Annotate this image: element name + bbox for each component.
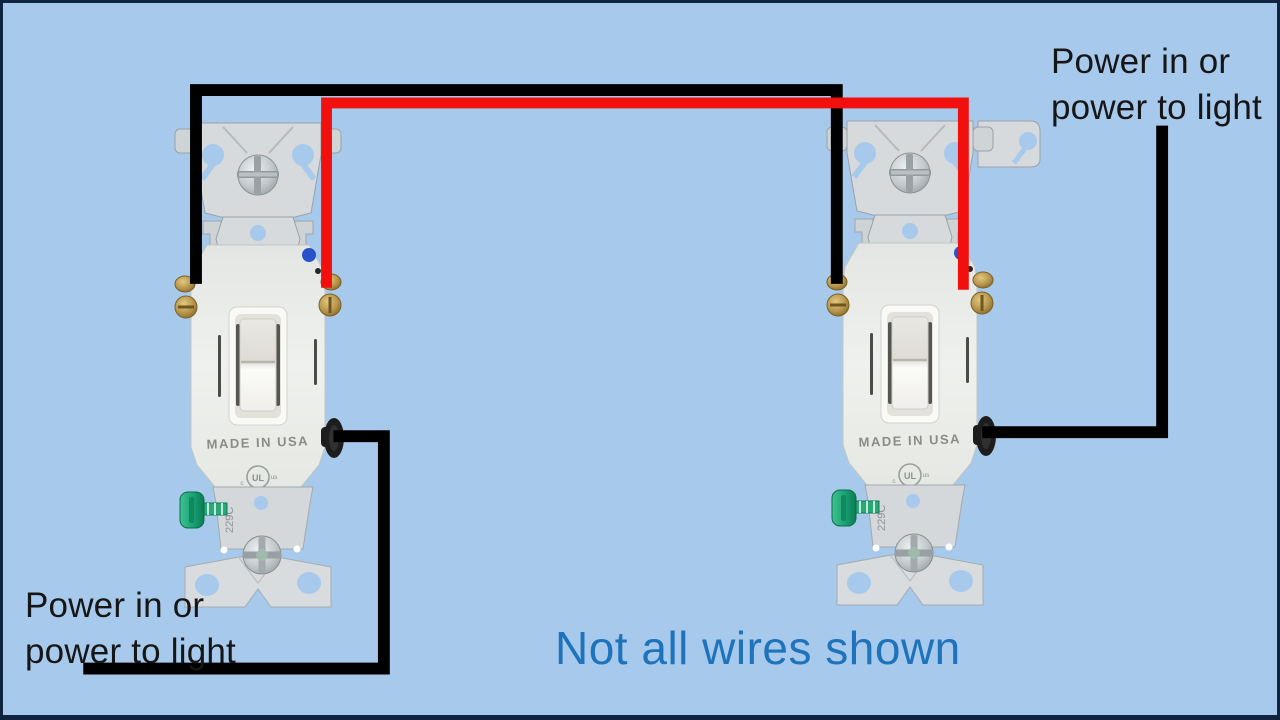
caption-not-all-wires: Not all wires shown [555, 622, 961, 674]
label-line: power to light [1051, 88, 1262, 127]
label-line: Power in or [25, 586, 205, 625]
right-feed-wire [982, 125, 1169, 439]
toggle-switch-right [825, 119, 995, 611]
label-power-top-right: Power in or power to light [1051, 39, 1262, 131]
label-line: power to light [25, 632, 236, 671]
toggle-switch-left [173, 121, 343, 613]
label-power-bottom-left: Power in or power to light [25, 583, 236, 675]
label-line: Power in or [1051, 42, 1231, 81]
